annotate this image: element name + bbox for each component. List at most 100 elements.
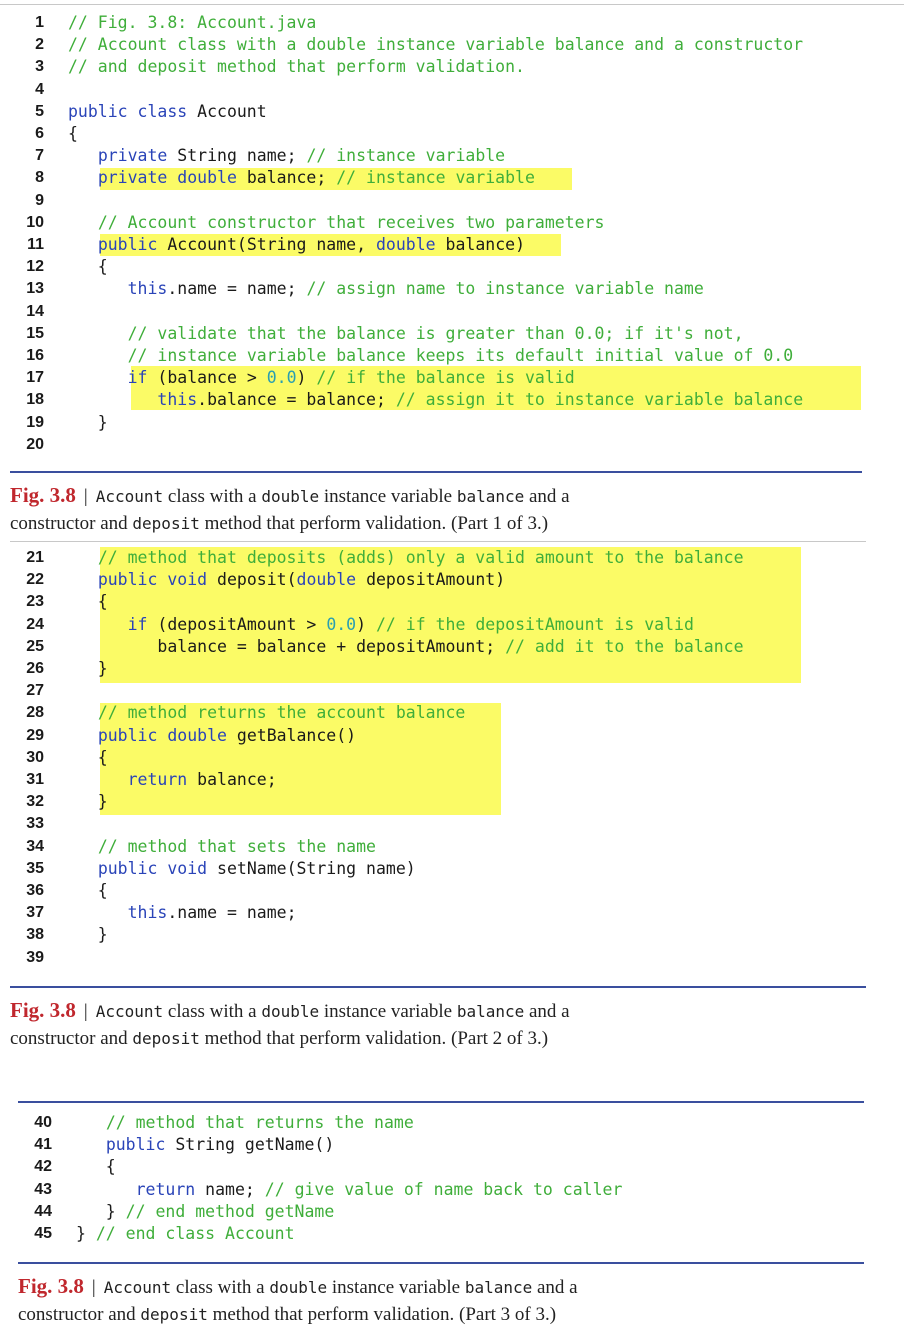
code-line: 35 public void setName(String name) (0, 858, 904, 880)
code-line: 45} // end class Account (0, 1223, 904, 1245)
line-number: 31 (26, 771, 44, 788)
line-number: 12 (26, 258, 44, 276)
line-number: 11 (27, 236, 44, 253)
code-token: return (135, 1179, 206, 1199)
line-number: 29 (26, 726, 44, 744)
code-text: public class Account (68, 101, 267, 123)
code-token (68, 903, 128, 922)
code-token: public class (68, 101, 198, 121)
caption-rule-2 (10, 986, 866, 988)
line-number: 2 (35, 36, 44, 54)
line-number: 33 (26, 815, 44, 833)
code-token: { (68, 257, 108, 277)
line-number: 15 (26, 324, 44, 342)
code-token (68, 346, 128, 365)
code-token: Account(String name, (167, 235, 376, 254)
caption-separator: | (83, 486, 88, 507)
code-line: 21 // method that deposits (adds) only a… (0, 547, 904, 569)
code-token: // assign it to instance variable balanc… (395, 390, 804, 410)
code-token: // add it to the balance (505, 636, 744, 656)
code-line: 31 return balance; (0, 769, 904, 791)
highlight-balance-field (100, 168, 572, 190)
caption-code-term: balance (464, 1278, 533, 1297)
figure-caption-1: Fig. 3.8|Account class with a double ins… (10, 482, 890, 537)
code-text: public String getName() (76, 1134, 335, 1156)
code-text: } (68, 412, 108, 434)
code-line: 7 private String name; // instance varia… (0, 145, 904, 167)
line-number: 10 (26, 213, 44, 231)
line-number: 9 (35, 191, 44, 209)
code-token: } (68, 792, 108, 812)
code-line: 28 // method returns the account balance (0, 702, 904, 724)
code-token: this (157, 390, 198, 410)
code-line: 17 if (balance > 0.0) // if the balance … (0, 367, 904, 389)
top-rule (0, 4, 904, 5)
code-token: } (68, 925, 108, 945)
line-number: 37 (26, 904, 44, 922)
code-line: 26 } (0, 658, 904, 680)
code-token: // method that deposits (adds) only a va… (97, 548, 744, 567)
line-number: 32 (26, 793, 44, 811)
code-token: depositAmount) (366, 570, 506, 590)
caption-text: and a (524, 1001, 570, 1022)
code-token: } (68, 412, 108, 432)
code-line: 4 (0, 79, 904, 101)
code-line: 6{ (0, 123, 904, 145)
caption-text: and a (532, 1277, 578, 1298)
caption-code-term: deposit (140, 1305, 208, 1324)
caption-rule-3 (18, 1262, 864, 1264)
caption-text: instance variable (327, 1277, 465, 1298)
line-number: 42 (34, 1158, 52, 1176)
code-token (68, 213, 98, 232)
code-text: // validate that the balance is greater … (68, 323, 744, 345)
code-line: 10 // Account constructor that receives … (0, 212, 904, 234)
highlight-validation (131, 366, 861, 410)
code-text: // Account constructor that receives two… (68, 212, 605, 234)
line-number: 22 (26, 571, 44, 589)
code-token (68, 837, 98, 856)
line-number: 35 (26, 859, 44, 877)
code-token: // instance variable balance keeps its d… (127, 346, 794, 365)
code-text: // method returns the account balance (68, 702, 466, 724)
code-text: // method that sets the name (68, 836, 376, 858)
caption-text: method that perform validation. (Part 3 … (207, 1304, 557, 1325)
line-number: 17 (26, 369, 44, 387)
code-line: 9 (0, 190, 904, 212)
line-number: 39 (26, 948, 44, 966)
code-text: { (68, 123, 78, 145)
caption-code-term: balance (456, 487, 525, 506)
code-token: public (105, 1135, 176, 1155)
line-number: 16 (26, 347, 44, 364)
code-token: balance; (197, 770, 277, 789)
caption-code-term: deposit (132, 514, 200, 533)
code-token (68, 235, 98, 254)
code-token: String getName() (175, 1135, 335, 1155)
line-number: 3 (35, 58, 44, 76)
code-text: this.balance = balance; // assign it to … (68, 389, 803, 411)
code-text: public Account(String name, double balan… (68, 234, 525, 256)
code-token: // Fig. 3.8: Account.java (68, 13, 317, 32)
caption-separator: | (91, 1277, 96, 1298)
caption-text: class with a (163, 486, 262, 507)
figure-caption-2: Fig. 3.8|Account class with a double ins… (10, 997, 890, 1052)
code-text: // and deposit method that perform valid… (68, 56, 525, 78)
highlight-getbalance-method (100, 703, 501, 815)
highlight-deposit-method (100, 547, 801, 683)
code-token: { (68, 124, 78, 143)
code-line: 39 (0, 947, 904, 969)
code-token: // instance variable (336, 168, 535, 188)
caption-text: constructor and (10, 513, 133, 534)
code-token: if (127, 368, 158, 388)
line-number: 6 (35, 125, 44, 142)
code-text: } (68, 658, 108, 680)
code-token: 0.0 (266, 368, 297, 388)
line-number: 40 (34, 1114, 52, 1131)
figure-label: Fig. 3.8 (18, 1274, 84, 1298)
code-token: // Account class with a double instance … (68, 35, 804, 55)
code-token: } (68, 659, 108, 678)
caption-code-term: double (269, 1278, 328, 1297)
code-text: // instance variable balance keeps its d… (68, 345, 794, 367)
code-text: { (76, 1156, 116, 1178)
code-line: 14 (0, 301, 904, 323)
line-number: 41 (34, 1136, 52, 1154)
